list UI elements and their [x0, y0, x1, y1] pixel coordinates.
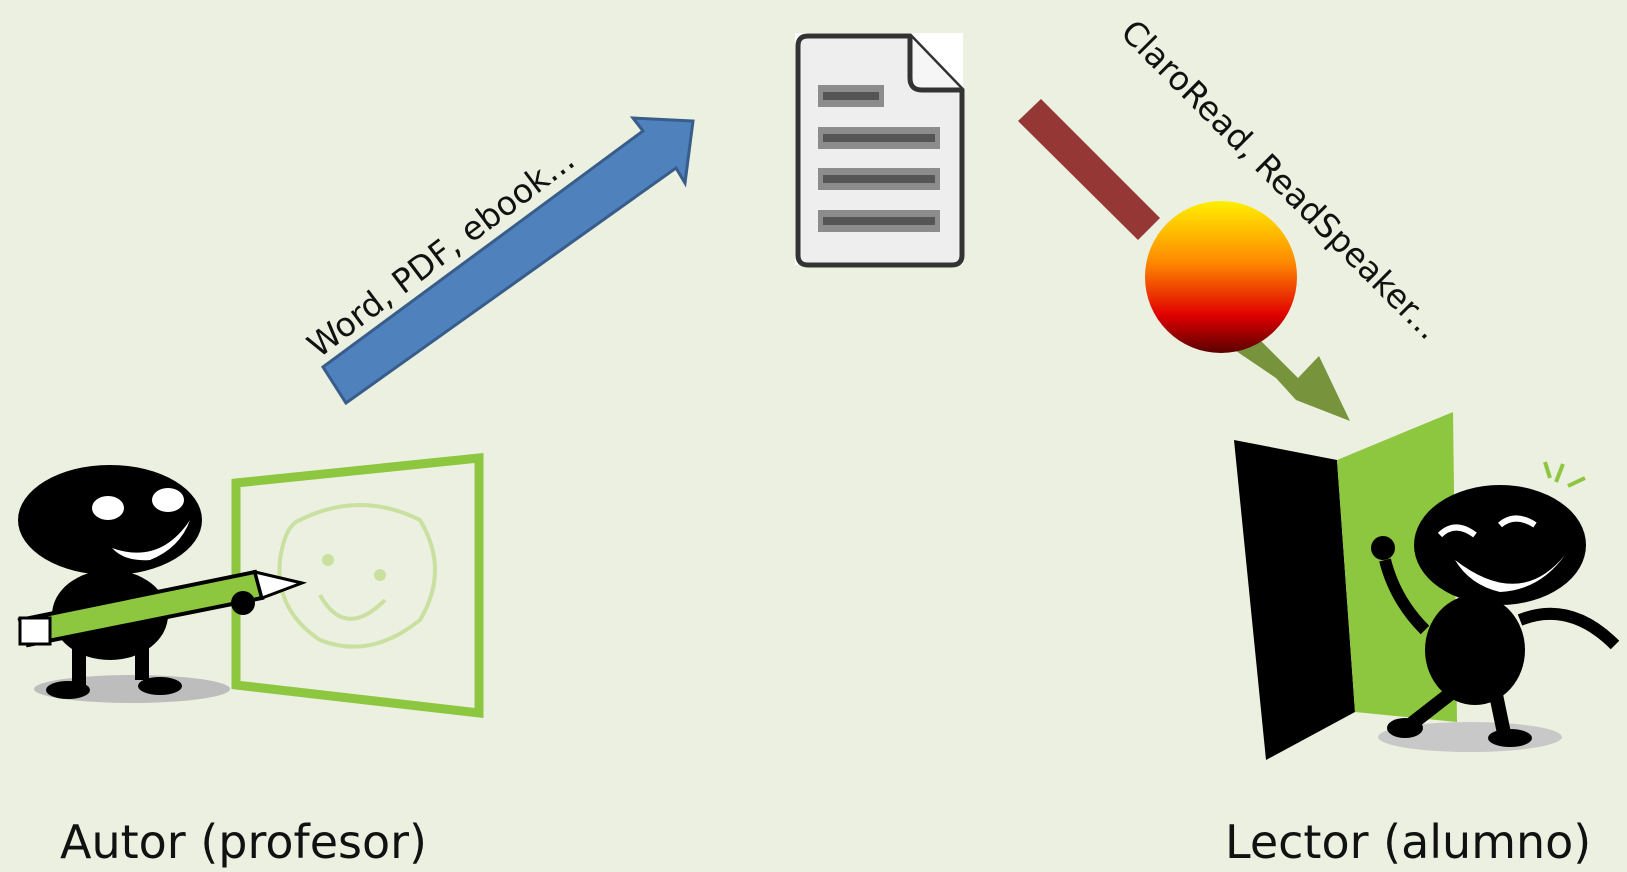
reader-caption: Lector (alumno) [1225, 815, 1592, 869]
author-to-document-arrow [320, 116, 695, 406]
author-drawing-icon [17, 453, 484, 719]
author-caption: Autor (profesor) [60, 815, 427, 869]
reader-door-icon [1234, 412, 1620, 760]
barrier-ball-icon [1145, 201, 1297, 353]
document-icon [795, 33, 965, 268]
